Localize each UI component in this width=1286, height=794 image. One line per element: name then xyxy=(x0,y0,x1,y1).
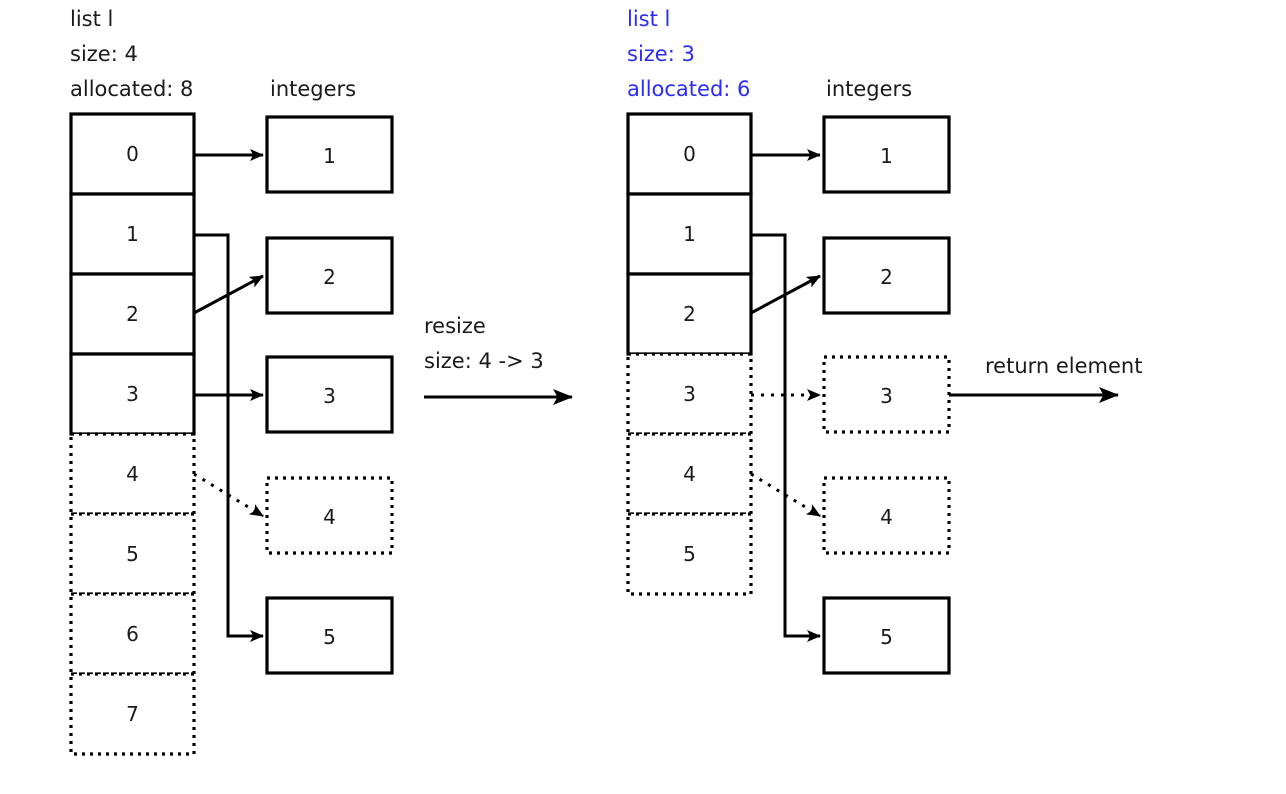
left-array-cell-4-label: 4 xyxy=(126,462,139,486)
left-int-box-1-value: 1 xyxy=(323,144,336,168)
right-int-box-5-value: 5 xyxy=(880,625,893,649)
left-array-cell-3-label: 3 xyxy=(126,382,139,406)
right-int-box-2[interactable] xyxy=(822,236,951,315)
left-int-box-5-value: 5 xyxy=(323,625,336,649)
left-array-cell-0-label: 0 xyxy=(126,142,139,166)
resize-label-line2: size: 4 -> 3 xyxy=(424,349,544,373)
right-pointer-1-to-box5 xyxy=(751,233,821,642)
left-array-cell-1[interactable] xyxy=(69,192,196,276)
left-int-box-3[interactable] xyxy=(265,355,394,434)
left-array-cell-1-label: 1 xyxy=(126,222,139,246)
right-int-box-2-value: 2 xyxy=(880,265,893,289)
right-pointer-arrows xyxy=(750,149,821,642)
right-array-cell-5[interactable] xyxy=(626,512,753,596)
right-integers-label: integers xyxy=(826,77,912,101)
left-int-box-5[interactable] xyxy=(265,596,394,675)
right-integer-boxes: 1 2 3 4 5 xyxy=(822,115,951,675)
left-array-cell-7-label: 7 xyxy=(126,702,139,726)
left-int-box-3-value: 3 xyxy=(323,384,336,408)
left-array: 0 1 2 3 4 5 6 7 xyxy=(69,112,196,756)
right-int-box-5[interactable] xyxy=(822,596,951,675)
resize-transition: resize size: 4 -> 3 xyxy=(424,314,573,405)
right-array-cell-2-label: 2 xyxy=(683,302,696,326)
left-array-cell-7[interactable] xyxy=(69,672,196,756)
left-list-size: size: 4 xyxy=(70,42,138,66)
right-list-size: size: 3 xyxy=(627,42,695,66)
right-pointer-2-to-box2 xyxy=(750,274,821,315)
left-array-cell-5-label: 5 xyxy=(126,542,139,566)
right-list-allocated: allocated: 6 xyxy=(627,77,750,101)
left-pointer-2-to-box2 xyxy=(193,274,264,315)
left-array-cell-2-label: 2 xyxy=(126,302,139,326)
left-array-cell-0[interactable] xyxy=(69,112,196,196)
left-array-cell-6-label: 6 xyxy=(126,622,139,646)
right-array: 0 1 2 3 4 5 xyxy=(626,112,753,596)
left-pointer-1-to-box5 xyxy=(194,233,264,642)
resize-label-line1: resize xyxy=(424,314,486,338)
right-pointer-4-to-box4 xyxy=(750,472,821,518)
left-int-box-4-value: 4 xyxy=(323,505,336,529)
right-array-cell-5-label: 5 xyxy=(683,542,696,566)
left-list-allocated: allocated: 8 xyxy=(70,77,193,101)
left-int-box-2[interactable] xyxy=(265,236,394,315)
left-pointer-arrows xyxy=(193,149,264,642)
left-array-cell-6[interactable] xyxy=(69,592,196,676)
right-array-cell-0-label: 0 xyxy=(683,142,696,166)
right-int-box-3-value: 3 xyxy=(880,384,893,408)
right-int-box-1-value: 1 xyxy=(880,144,893,168)
right-array-cell-1[interactable] xyxy=(626,192,753,276)
right-int-box-4[interactable] xyxy=(822,476,951,555)
left-int-box-4[interactable] xyxy=(265,476,394,555)
left-integers-label: integers xyxy=(270,77,356,101)
right-array-cell-4-label: 4 xyxy=(683,462,696,486)
right-int-box-4-value: 4 xyxy=(880,505,893,529)
left-int-box-1[interactable] xyxy=(265,115,394,194)
right-array-cell-0[interactable] xyxy=(626,112,753,196)
right-array-cell-3-label: 3 xyxy=(683,382,696,406)
return-element-group: return element xyxy=(949,354,1142,403)
return-element-label: return element xyxy=(985,354,1142,378)
right-int-box-1[interactable] xyxy=(822,115,951,194)
right-array-cell-1-label: 1 xyxy=(683,222,696,246)
right-list-name: list l xyxy=(627,7,670,31)
left-integer-boxes: 1 2 3 4 5 xyxy=(265,115,394,675)
left-pointer-4-to-box4 xyxy=(193,472,264,518)
left-list-name: list l xyxy=(70,7,113,31)
left-int-box-2-value: 2 xyxy=(323,265,336,289)
